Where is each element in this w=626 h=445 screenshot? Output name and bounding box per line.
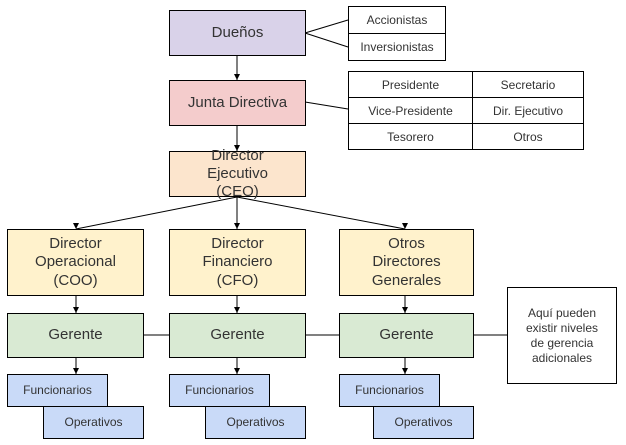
role-cell: Presidente — [348, 71, 473, 98]
operatives-label: Operativos — [64, 415, 123, 430]
manager-label: Gerente — [379, 326, 434, 344]
officials-box: Funcionarios — [339, 374, 440, 407]
manager-label: Gerente — [48, 326, 103, 344]
director-coo-box: Director Operacional (COO) — [7, 229, 144, 296]
board-roles-table: Presidente Secretario Vice-Presidente Di… — [348, 71, 584, 150]
director-others-box: Otros Directores Generales — [339, 229, 474, 296]
ceo-to-coo-arrow — [73, 196, 238, 230]
ceo-label: Director Ejecutivo (CEO) — [207, 146, 268, 201]
director-others-label: Otros Directores Generales — [371, 235, 442, 289]
board-box: Junta Directiva — [169, 80, 306, 126]
role-cell: Dir. Ejecutivo — [472, 97, 584, 124]
owners-to-accionistas-line — [304, 19, 349, 34]
owners-label: Dueños — [211, 23, 264, 41]
officials-box: Funcionarios — [169, 374, 270, 407]
officials-box: Funcionarios — [7, 374, 108, 407]
manager-box: Gerente — [339, 313, 474, 358]
role-cell: Vice-Presidente — [348, 97, 473, 124]
member-accionistas: Accionistas — [349, 7, 445, 34]
ceo-to-others-arrow — [236, 196, 408, 230]
table-row: Presidente Secretario — [348, 71, 584, 98]
note-label: Aquí pueden existir niveles de gerencia … — [525, 305, 599, 365]
role-cell: Secretario — [472, 71, 584, 98]
operatives-label: Operativos — [394, 415, 453, 430]
manager-box: Gerente — [169, 313, 306, 358]
board-to-roles-line — [304, 101, 349, 110]
operatives-box: Operativos — [373, 406, 474, 439]
officials-label: Funcionarios — [355, 383, 424, 398]
officials-label: Funcionarios — [185, 383, 254, 398]
officials-label: Funcionarios — [23, 383, 92, 398]
director-cfo-label: Director Financiero (CFO) — [202, 235, 273, 289]
operatives-label: Operativos — [226, 415, 285, 430]
owners-box: Dueños — [169, 10, 306, 56]
role-cell: Tesorero — [348, 123, 473, 150]
role-cell: Otros — [472, 123, 584, 150]
ceo-box: Director Ejecutivo (CEO) — [169, 147, 306, 200]
operatives-box: Operativos — [43, 406, 144, 439]
manager-label: Gerente — [210, 326, 265, 344]
operatives-box: Operativos — [205, 406, 306, 439]
owners-to-inversionistas-line — [304, 32, 349, 48]
member-inversionistas: Inversionistas — [360, 39, 434, 54]
board-label: Junta Directiva — [187, 93, 288, 111]
director-cfo-box: Director Financiero (CFO) — [169, 229, 306, 296]
note-box: Aquí pueden existir niveles de gerencia … — [507, 287, 617, 384]
table-row: Tesorero Otros — [348, 123, 584, 150]
manager-box: Gerente — [7, 313, 144, 358]
table-row: Vice-Presidente Dir. Ejecutivo — [348, 97, 584, 124]
director-coo-label: Director Operacional (COO) — [35, 235, 116, 289]
owners-members-box: Accionistas Inversionistas — [348, 6, 446, 61]
